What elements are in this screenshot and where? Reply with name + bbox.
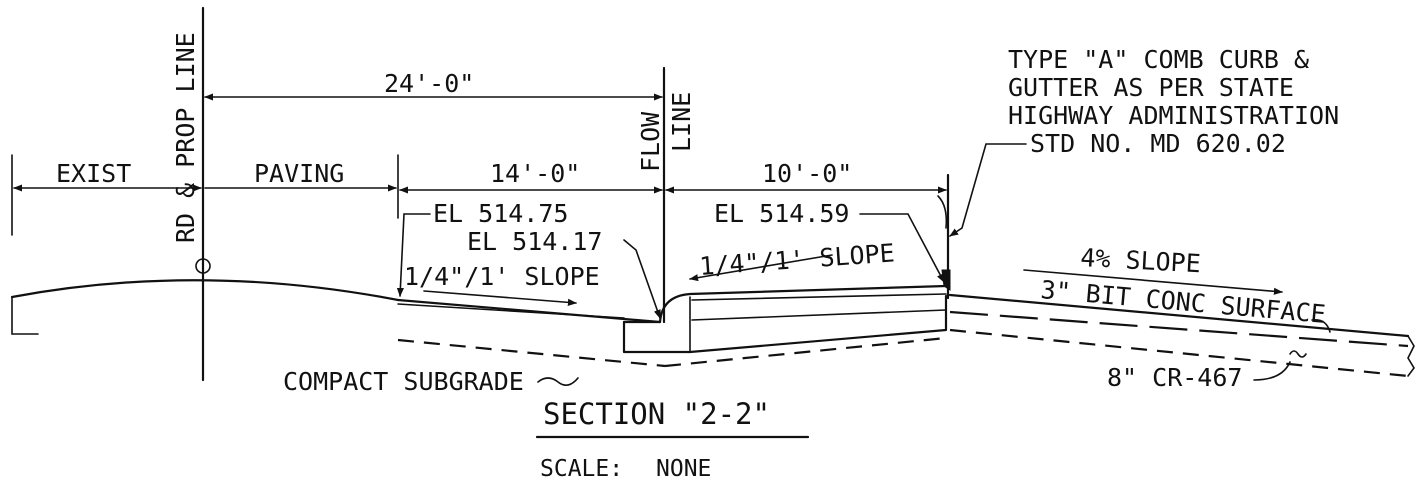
slope-left-label: 1/4"/1' SLOPE — [404, 262, 600, 291]
curb-note-line-1: TYPE "A" COMB CURB & — [1008, 45, 1309, 74]
existing-ground-profile — [10, 279, 400, 302]
dim-14-label: 14'-0" — [490, 159, 580, 188]
line-label: LINE — [667, 92, 696, 152]
scale-label: SCALE: — [540, 456, 623, 482]
curb-note-line-4: STD NO. MD 620.02 — [1030, 129, 1286, 158]
right-break-mark — [1407, 335, 1415, 377]
right-surface-bottom — [949, 310, 1409, 348]
curb-note-line-2: GUTTER AS PER STATE — [1008, 73, 1294, 102]
slope-mid-arrow — [689, 254, 833, 282]
centerline-icon — [195, 253, 211, 280]
slope-left-arrow — [423, 290, 577, 306]
el-514-75-leader — [396, 213, 431, 297]
curb-top-mark — [941, 269, 951, 291]
el-514-59-leader — [859, 213, 945, 283]
section-title: SECTION "2-2" — [543, 397, 770, 431]
curb-note-line-3: HIGHWAY ADMINISTRATION — [1008, 101, 1339, 130]
el-514-59-label: EL 514.59 — [714, 199, 849, 228]
base-label: 8" CR-467 — [1107, 363, 1242, 392]
subgrade-leader — [537, 377, 579, 386]
base-wiggle — [1289, 350, 1307, 358]
el-514-17-leader — [623, 239, 661, 319]
dim-10-label: 10'-0" — [762, 159, 852, 188]
el-514-17-label: EL 514.17 — [467, 227, 602, 256]
paving-top-surface — [396, 298, 662, 324]
subgrade-line-right — [664, 336, 947, 368]
base-leader — [1253, 361, 1291, 381]
paving-base-bottom — [397, 303, 625, 319]
subgrade-line-left — [397, 338, 666, 368]
flow-label: FLOW — [636, 111, 665, 172]
rd-prop-line-label: RD & PROP LINE — [171, 32, 200, 243]
right-pavement-top — [948, 293, 1410, 338]
slope-right-arrow — [1023, 269, 1283, 295]
scale-value: NONE — [656, 456, 711, 482]
slope-mid-label: 1/4"/1' SLOPE — [698, 238, 895, 281]
surface-leader — [1311, 318, 1331, 333]
slope-right-label: 4% SLOPE — [1080, 243, 1202, 278]
curb-note-leader — [949, 143, 1027, 237]
dim-24-label: 24'-0" — [384, 69, 474, 98]
left-break-mark — [11, 296, 39, 335]
curb-and-gutter — [622, 284, 948, 354]
curb-face-hatch — [937, 195, 948, 229]
exist-label: EXIST — [56, 159, 131, 188]
el-514-75-label: EL 514.75 — [433, 199, 568, 228]
paving-label: PAVING — [254, 159, 344, 188]
subgrade-label: COMPACT SUBGRADE — [283, 367, 524, 396]
